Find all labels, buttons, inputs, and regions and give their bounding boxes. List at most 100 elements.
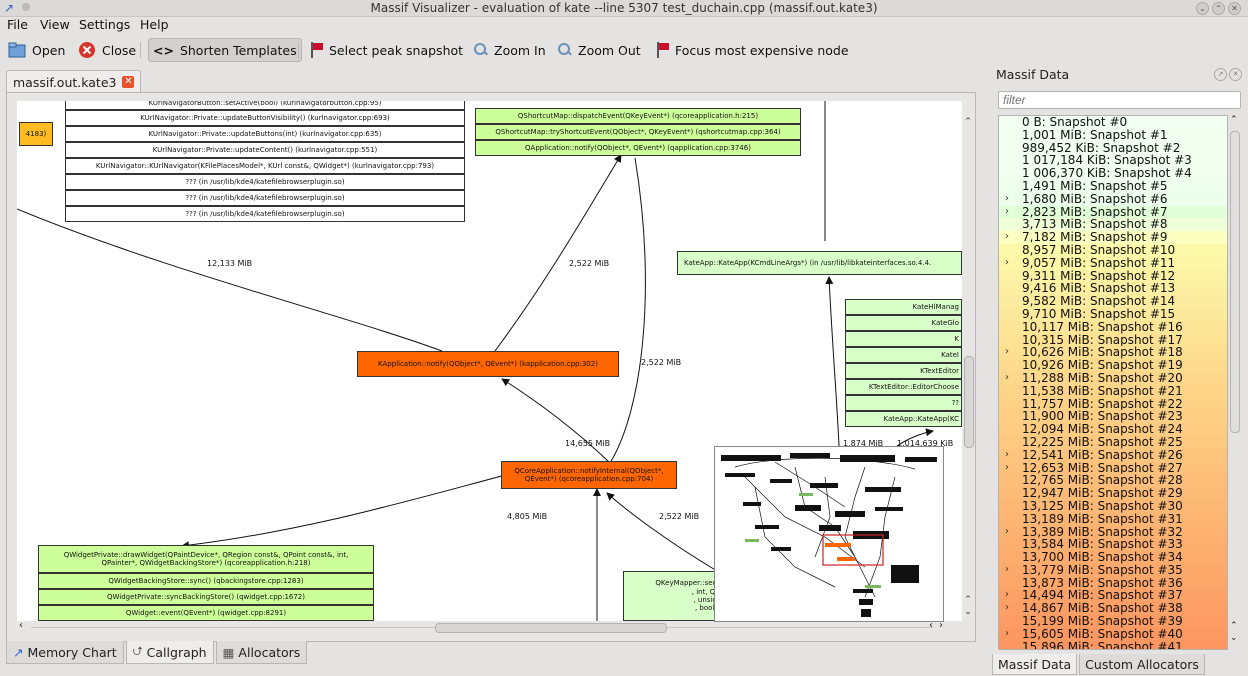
expand-arrow-icon[interactable]: › <box>1005 602 1009 614</box>
expand-arrow-icon[interactable]: › <box>1005 346 1009 358</box>
snapshot-list-item[interactable]: ›12,541 MiB: Snapshot #26 <box>999 448 1227 462</box>
tab-memory-chart[interactable]: ↗ Memory Chart <box>6 641 124 664</box>
menu-help[interactable]: Help <box>140 17 169 32</box>
expand-arrow-icon[interactable]: › <box>1005 525 1009 537</box>
snapshot-list-item[interactable]: 11,900 MiB: Snapshot #23 <box>999 410 1227 424</box>
snapshot-list-item[interactable]: 0 B: Snapshot #0 <box>999 116 1227 129</box>
callgraph-frame[interactable]: KUrlNavigator::Private::updateButtonVisi… <box>65 110 465 126</box>
snapshot-list-item[interactable]: 12,947 MiB: Snapshot #29 <box>999 487 1227 500</box>
float-panel-icon[interactable]: ↗ <box>1214 68 1227 81</box>
filter-input[interactable] <box>998 91 1241 109</box>
snapshot-list-item[interactable]: 9,311 MiB: Snapshot #12 <box>999 269 1227 283</box>
snapshot-list-item[interactable]: 1,491 MiB: Snapshot #5 <box>999 180 1227 193</box>
open-button[interactable]: Open <box>4 38 69 62</box>
snapshot-list-item[interactable]: ›1,680 MiB: Snapshot #6 <box>999 192 1227 206</box>
callgraph-frame[interactable]: QApplication::notify(QObject*, QEvent*) … <box>475 140 801 156</box>
callgraph-frame[interactable]: KateI <box>845 347 962 363</box>
callgraph-frame[interactable]: K <box>845 331 962 347</box>
expand-arrow-icon[interactable]: › <box>1005 627 1009 639</box>
snapshot-list-item[interactable]: ›11,288 MiB: Snapshot #20 <box>999 372 1227 385</box>
snapshot-list-item[interactable]: 15,896 MiB: Snapshot #41 <box>999 640 1227 649</box>
callgraph-frame[interactable]: ??? (in /usr/lib/kde4/katefilebrowserplu… <box>65 190 465 206</box>
snapshot-list-item[interactable]: 10,117 MiB: Snapshot #16 <box>999 320 1227 334</box>
callgraph-frame[interactable]: KUrlNavigator::KUrlNavigator(KFilePlaces… <box>65 158 465 174</box>
snapshot-list-item[interactable]: 1 006,370 KiB: Snapshot #4 <box>999 167 1227 180</box>
snapshot-list-item[interactable]: ›13,389 MiB: Snapshot #32 <box>999 525 1227 539</box>
close-button[interactable]: Close <box>74 38 140 62</box>
snapshot-list-item[interactable]: 8,957 MiB: Snapshot #10 <box>999 244 1227 257</box>
scroll-up-icon[interactable]: ⌃ <box>1230 621 1238 631</box>
expand-arrow-icon[interactable]: › <box>1005 461 1009 473</box>
snapshot-list-item[interactable]: 9,416 MiB: Snapshot #13 <box>999 282 1227 296</box>
callgraph-frame[interactable]: KateApp::KateApp(KC <box>845 411 962 427</box>
scroll-up-icon[interactable]: ⌃ <box>964 117 972 127</box>
zoom-out-button[interactable]: Zoom Out <box>554 38 645 62</box>
snapshot-list-item[interactable]: 13,125 MiB: Snapshot #30 <box>999 500 1227 513</box>
expand-arrow-icon[interactable]: › <box>1005 231 1009 243</box>
callgraph-frame[interactable]: KateGlo <box>845 315 962 331</box>
callgraph-frame[interactable]: KUrlNavigator::Private::updateButtons(in… <box>65 126 465 142</box>
callgraph-node-kapplication[interactable]: KApplication::notify(QObject*, QEvent*) … <box>357 351 619 377</box>
callgraph-frame[interactable]: QWidget::event(QEvent*) (qwidget.cpp:829… <box>38 605 374 621</box>
snapshot-list-item[interactable]: ›12,653 MiB: Snapshot #27 <box>999 461 1227 475</box>
close-window-icon[interactable]: ✕ <box>1228 2 1241 15</box>
callgraph-frame[interactable]: KUrlNavigator::Private::updateContent() … <box>65 142 465 158</box>
scroll-left-icon[interactable]: ‹ <box>929 620 933 631</box>
scroll-up-icon[interactable]: ⌃ <box>964 595 972 605</box>
snapshot-list-item[interactable]: ›13,779 MiB: Snapshot #35 <box>999 563 1227 577</box>
tab-close-icon[interactable]: ✕ <box>122 76 135 88</box>
shorten-templates-button[interactable]: <> Shorten Templates <box>148 38 302 62</box>
snapshot-list-item[interactable]: 9,582 MiB: Snapshot #14 <box>999 295 1227 308</box>
callgraph-frame[interactable]: KUrlNavigatorButton::setActive(bool) (ku… <box>65 101 465 110</box>
snapshot-list-item[interactable]: 15,199 MiB: Snapshot #39 <box>999 615 1227 628</box>
callgraph-frame[interactable]: KTextEditor <box>845 363 962 379</box>
menu-view[interactable]: View <box>40 17 70 32</box>
expand-arrow-icon[interactable]: › <box>1005 371 1009 383</box>
document-tab[interactable]: massif.out.kate3 ✕ <box>6 70 142 93</box>
callgraph-frame[interactable]: QShortcutMap::dispatchEvent(QKeyEvent*) … <box>475 108 801 124</box>
callgraph-frame[interactable]: QWidgetBackingStore::sync() (qbackingsto… <box>38 573 374 589</box>
select-peak-button[interactable]: Select peak snapshot <box>305 38 467 62</box>
snapshot-list-item[interactable]: 1,001 MiB: Snapshot #1 <box>999 128 1227 142</box>
tab-callgraph[interactable]: ⮍ Callgraph <box>125 641 214 664</box>
snapshot-list-item[interactable]: ›9,057 MiB: Snapshot #11 <box>999 256 1227 270</box>
callgraph-frame[interactable]: ??? (in /usr/lib/kde4/katefilebrowserplu… <box>65 206 465 222</box>
snapshot-list-item[interactable]: 11,538 MiB: Snapshot #21 <box>999 384 1227 398</box>
snapshot-list-item[interactable]: 13,700 MiB: Snapshot #34 <box>999 551 1227 564</box>
list-scroll-handle[interactable] <box>1230 131 1240 433</box>
callgraph-frame[interactable]: KateHlManag <box>845 299 962 315</box>
scroll-down-icon[interactable]: ⌄ <box>964 607 972 617</box>
window-menu-icon[interactable] <box>22 3 30 11</box>
callgraph-frame[interactable]: ?? <box>845 395 962 411</box>
scroll-up-icon[interactable]: ⌃ <box>1230 115 1238 125</box>
callgraph-frame[interactable]: QWidgetPrivate::syncBackingStore() (qwid… <box>38 589 374 605</box>
minimize-icon[interactable]: ⌄ <box>1196 2 1209 15</box>
expand-arrow-icon[interactable]: › <box>1005 563 1009 575</box>
maximize-icon[interactable]: ⌃ <box>1212 2 1225 15</box>
snapshot-list-item[interactable]: ›2,823 MiB: Snapshot #7 <box>999 205 1227 219</box>
scroll-left-icon[interactable]: ‹ <box>19 620 23 631</box>
close-panel-icon[interactable]: ✕ <box>1229 68 1242 81</box>
menu-settings[interactable]: Settings <box>79 17 131 32</box>
scroll-down-icon[interactable]: ⌄ <box>1230 633 1238 643</box>
snapshot-list-item[interactable]: 12,765 MiB: Snapshot #28 <box>999 474 1227 488</box>
tab-allocators[interactable]: ▦ Allocators <box>215 641 308 664</box>
snapshot-list-item[interactable]: ›7,182 MiB: Snapshot #9 <box>999 231 1227 244</box>
zoom-in-button[interactable]: Zoom In <box>470 38 550 62</box>
snapshot-list-item[interactable]: 13,873 MiB: Snapshot #36 <box>999 576 1227 590</box>
snapshot-list-scrollbar[interactable]: ⌃ ⌃ ⌄ <box>1227 115 1241 648</box>
expand-arrow-icon[interactable]: › <box>1005 192 1009 204</box>
graph-horizontal-scrollbar[interactable]: ‹ ‹ › <box>17 620 962 634</box>
callgraph-frame[interactable]: ??? (in /usr/lib/kde4/katefilebrowserplu… <box>65 174 465 190</box>
tab-custom-allocators[interactable]: Custom Allocators <box>1079 654 1205 675</box>
callgraph-minimap[interactable] <box>714 446 944 622</box>
snapshot-list-item[interactable]: ›10,626 MiB: Snapshot #18 <box>999 346 1227 360</box>
snapshot-list-item[interactable]: 989,452 KiB: Snapshot #2 <box>999 141 1227 155</box>
focus-expensive-button[interactable]: Focus most expensive node <box>651 38 853 62</box>
snapshot-list-item[interactable]: 10,926 MiB: Snapshot #19 <box>999 359 1227 372</box>
menu-file[interactable]: File <box>7 17 28 32</box>
vertical-scroll-handle[interactable] <box>964 356 974 448</box>
callgraph-frame[interactable]: KTextEditor::EditorChoose <box>845 379 962 395</box>
snapshot-list-item[interactable]: 11,757 MiB: Snapshot #22 <box>999 397 1227 411</box>
